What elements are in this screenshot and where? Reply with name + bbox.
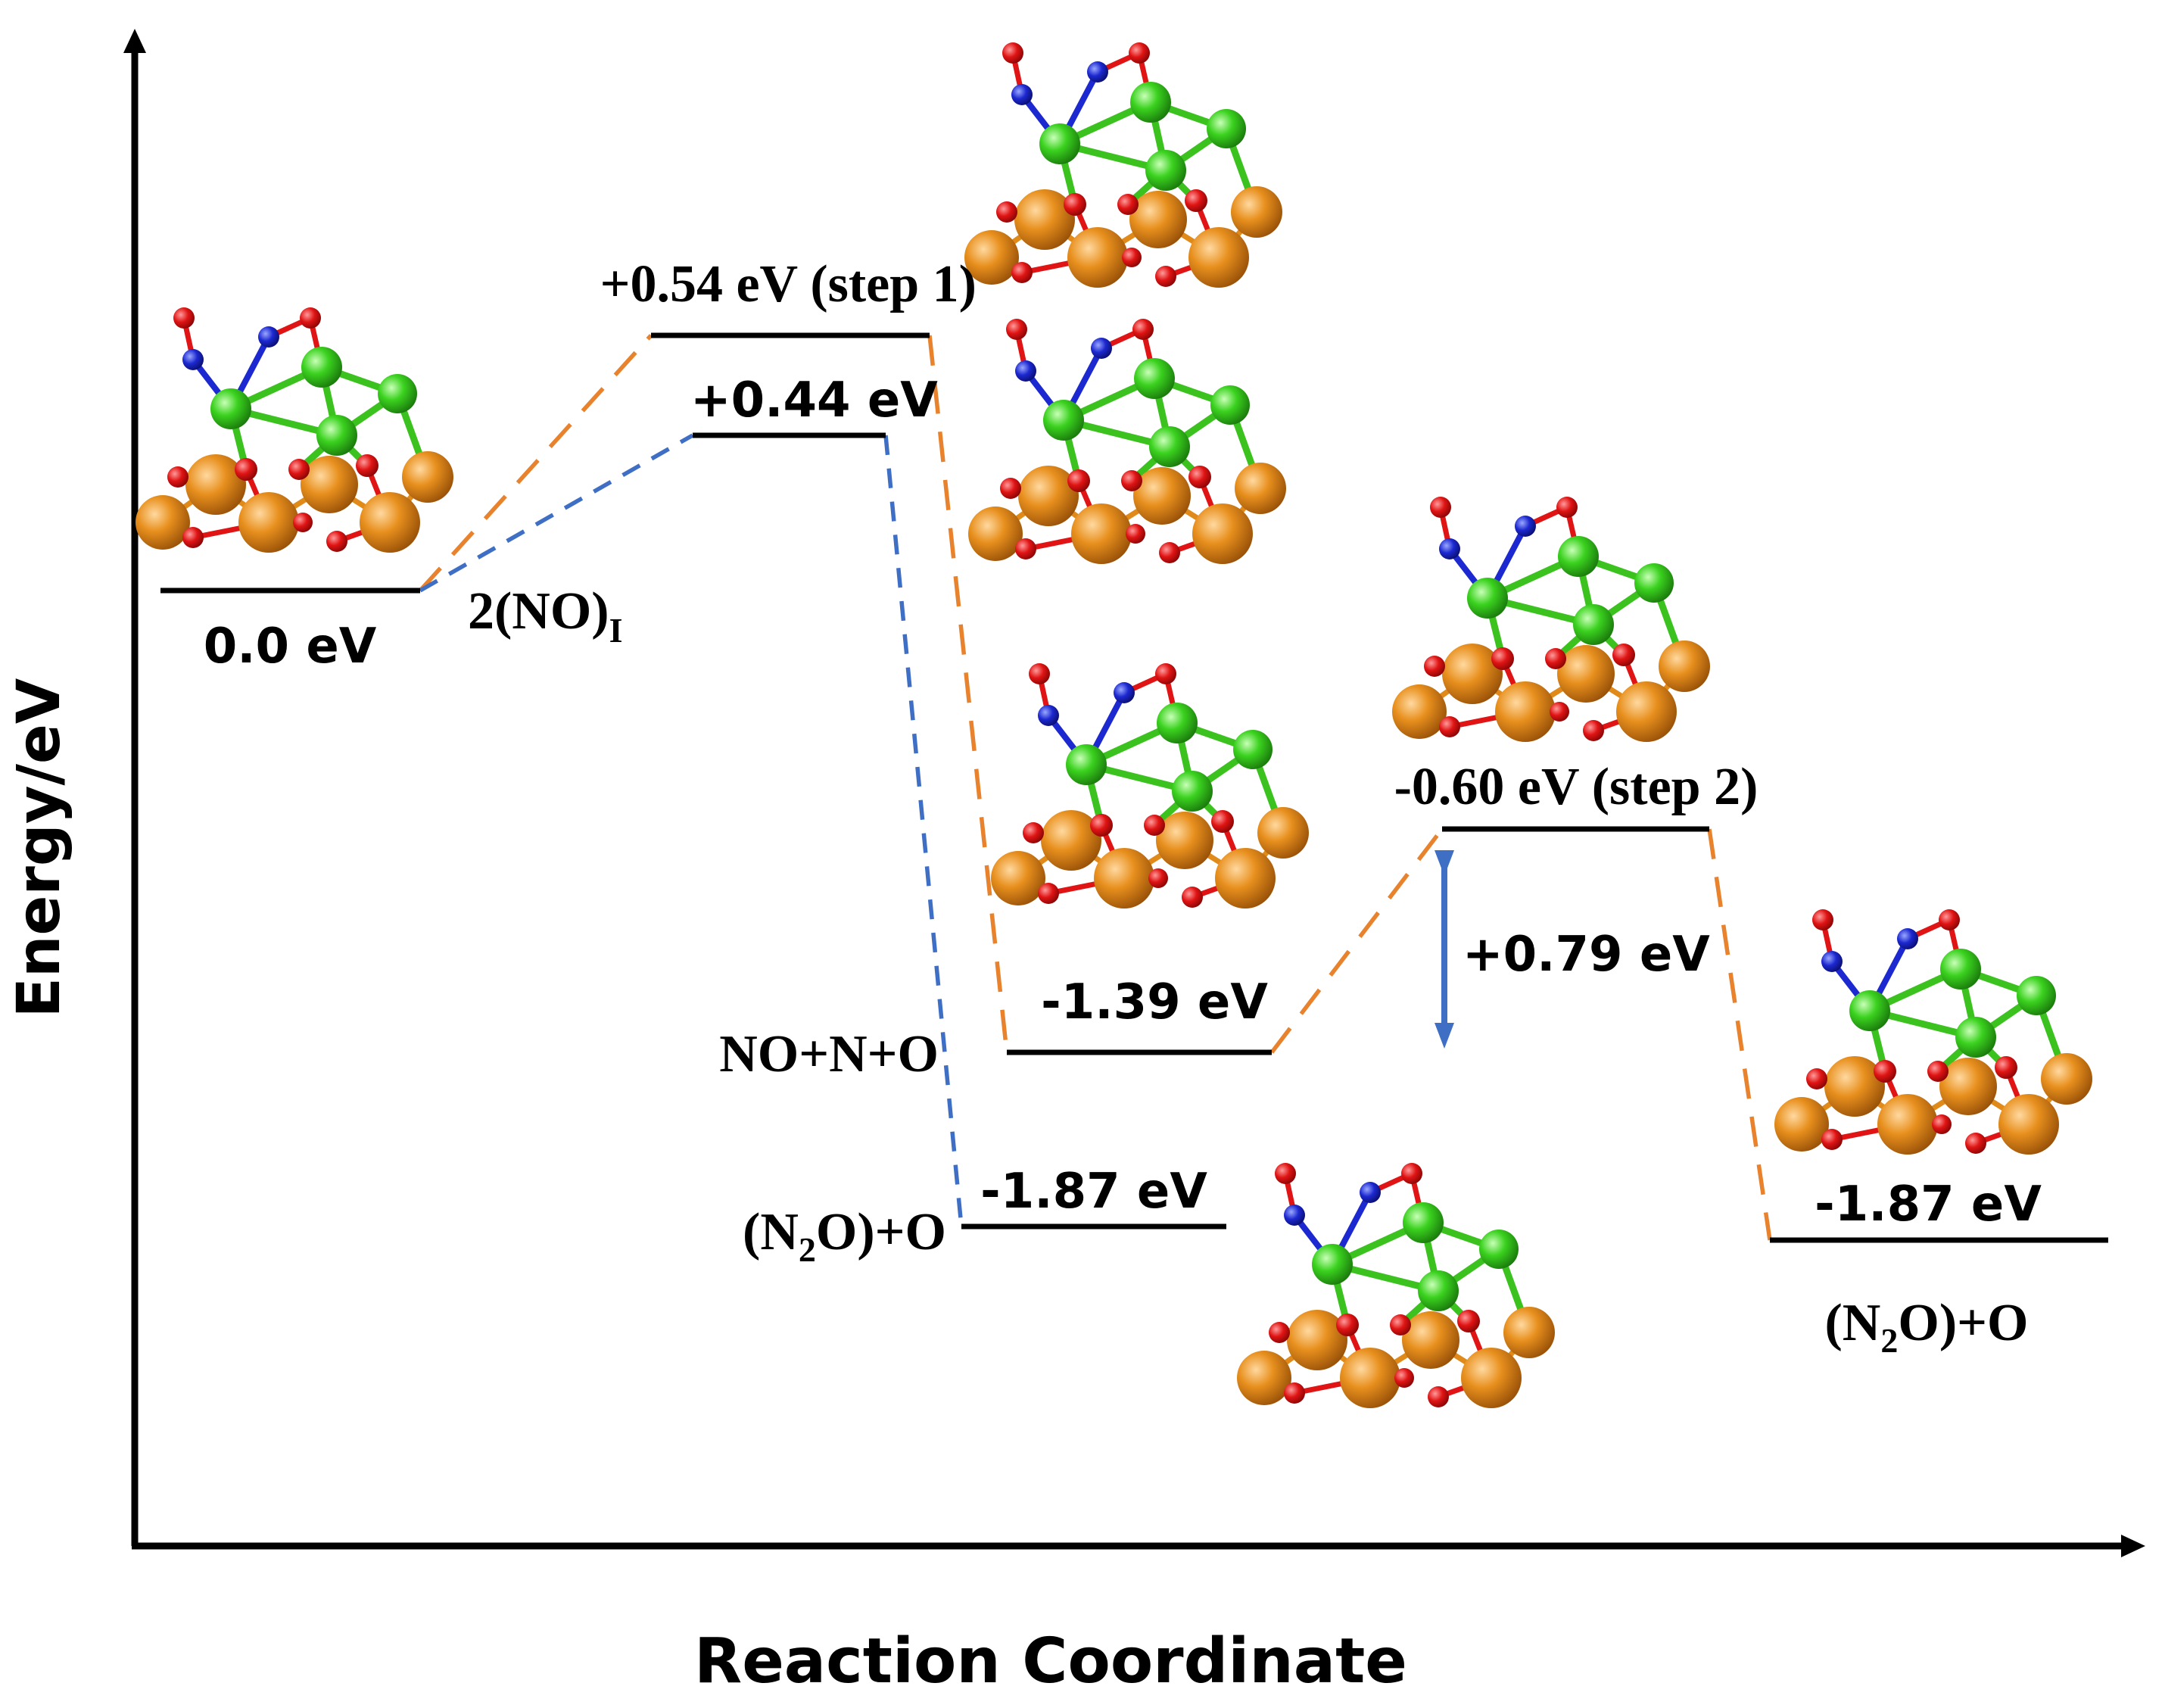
label-initial-energy: 0.0 eV — [204, 619, 377, 675]
label-ts-direct-energy: +0.44 eV — [690, 372, 938, 429]
label-dissociated-species: NO+N+O — [719, 1025, 939, 1083]
label-ts1-energy: +0.54 eV (step 1) — [600, 255, 977, 313]
structure-product-stepwise — [1774, 897, 2092, 1155]
structure-dissociated — [991, 651, 1309, 909]
label-product-direct-energy: -1.87 eV — [980, 1164, 1207, 1220]
label-ts2-energy: -0.60 eV (step 2) — [1394, 758, 1758, 816]
label-product-stepwise-species: (N2O)+O — [1825, 1294, 2029, 1360]
structure-ts2 — [1392, 485, 1710, 742]
label-product-stepwise-energy: -1.87 eV — [1815, 1177, 2042, 1233]
barrier-label: +0.79 eV — [1463, 927, 1710, 983]
structure-initial — [136, 295, 453, 553]
structure-product-direct — [1237, 1151, 1555, 1408]
x-axis-arrowhead — [2121, 1535, 2145, 1557]
label-dissociated-energy: -1.39 eV — [1041, 974, 1268, 1030]
stepwise-pathway — [418, 334, 1772, 1241]
structure-ts1 — [964, 30, 1282, 288]
y-axis-label: Energy/eV — [5, 678, 73, 1018]
label-initial-species: 2(NO)I — [468, 582, 623, 650]
direct-pathway — [419, 433, 964, 1227]
label-product-direct-species: (N2O)+O — [743, 1203, 946, 1269]
y-axis-arrowhead — [123, 29, 146, 53]
structure-ts-direct — [968, 307, 1286, 564]
x-axis-label: Reaction Coordinate — [694, 1625, 1407, 1697]
